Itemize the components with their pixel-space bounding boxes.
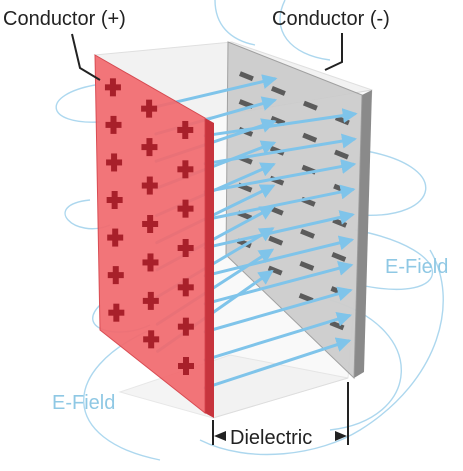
field-arrow: [203, 210, 355, 250]
plus-sign-icon: [141, 176, 158, 195]
conductor-negative-label: Conductor (-): [272, 8, 390, 30]
dielectric-bottom: [118, 354, 349, 419]
dielectric-label: Dielectric: [230, 427, 313, 449]
dielectric-arrows: [214, 431, 347, 441]
minus-sign-icon: [300, 228, 315, 239]
minus-sign-icon: [302, 132, 318, 143]
minus-sign-icon: [267, 265, 283, 276]
plus-sign-icon: [142, 291, 159, 310]
conductor-pos-leader: [71, 33, 101, 81]
field-arrow: [203, 184, 356, 222]
label-leaders: [71, 33, 349, 445]
field-arrow: [203, 261, 354, 306]
conductor-neg-leader: [324, 33, 343, 71]
minus-sign-icon: [331, 252, 347, 262]
plus-sign-icon: [104, 78, 121, 97]
field-loop: [199, 249, 444, 456]
plus-sign-icon: [105, 115, 122, 134]
dielectric-arrow-right: [335, 431, 347, 441]
plus-sign-icon: [106, 153, 123, 172]
plus-signs: [104, 78, 195, 376]
field-loop: [214, 0, 256, 46]
efield-left-label: E-Field: [52, 392, 116, 414]
negative-plate-side: [354, 90, 372, 378]
plus-sign-icon: [177, 199, 194, 218]
field-loop: [55, 84, 101, 123]
plus-sign-icon: [107, 228, 124, 247]
field-arrow: [203, 286, 353, 334]
plus-sign-icon: [177, 120, 194, 139]
minus-sign-icon: [238, 71, 254, 82]
plus-sign-icon: [141, 138, 158, 157]
minus-sign-icon: [334, 149, 349, 160]
minus-sign-icon: [299, 260, 315, 271]
field-arrow: [203, 235, 355, 278]
plus-sign-icon: [177, 238, 194, 257]
positive-plate-side: [205, 118, 214, 418]
plus-sign-icon: [108, 303, 125, 322]
plus-sign-icon: [141, 99, 158, 118]
plus-sign-icon: [177, 160, 194, 179]
plus-sign-icon: [142, 253, 159, 272]
minus-sign-icon: [302, 100, 318, 111]
field-loop: [359, 149, 427, 216]
field-loop: [83, 329, 161, 461]
plus-sign-icon: [106, 191, 123, 210]
field-arrow: [203, 159, 357, 194]
field-arrow: [203, 337, 352, 390]
efield-right-label: E-Field: [385, 256, 449, 278]
positive-plate-face: [94, 54, 206, 415]
dielectric-arrow-left: [214, 431, 226, 441]
plus-sign-icon: [178, 357, 195, 376]
plus-sign-icon: [177, 278, 194, 297]
field-arrow: [203, 312, 353, 362]
conductor-positive-label: Conductor (+): [3, 8, 126, 30]
field-loop: [354, 229, 433, 290]
plus-sign-icon: [142, 214, 159, 233]
field-loop: [279, 0, 331, 61]
plus-sign-icon: [107, 266, 124, 285]
positive-conductor-plate: [94, 54, 214, 418]
plus-sign-icon: [177, 317, 194, 336]
plus-sign-icon: [143, 330, 160, 349]
field-arrow: [203, 108, 358, 138]
